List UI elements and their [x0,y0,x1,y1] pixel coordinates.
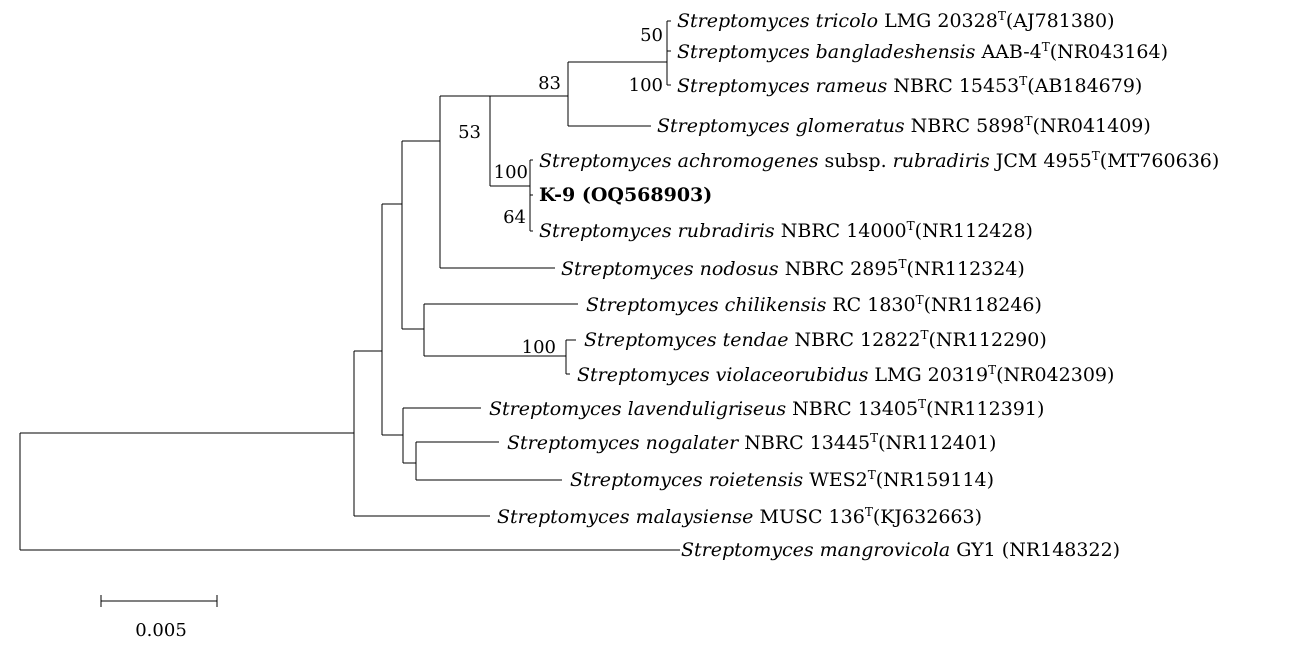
subspecies-name: rubradiris [893,150,990,172]
strain-designation: GY1 [956,539,995,561]
type-strain-superscript: T [916,293,924,307]
type-strain-superscript: T [1092,149,1100,163]
accession-number: (AB184679) [1027,75,1142,97]
strain-designation: LMG 20319 [874,364,988,386]
leaf-label-bangladeshensis: Streptomyces bangladeshensis AAB-4T(NR04… [677,40,1168,63]
type-strain-superscript: T [870,431,878,445]
accession-number: (NR112428) [915,220,1033,242]
leaf-label-malaysiense: Streptomyces malaysiense MUSC 136T(KJ632… [497,505,982,528]
accession-number: (NR112290) [928,329,1046,351]
bootstrap-value: 50 [640,25,663,46]
strain-designation: JCM 4955 [994,150,1092,172]
type-strain-superscript: T [988,363,996,377]
strain-designation: NBRC 15453 [893,75,1019,97]
leaf-label-rubradiris: Streptomyces rubradiris NBRC 14000T(NR11… [539,219,1033,242]
accession-number: (NR118246) [924,294,1042,316]
bootstrap-value: 83 [538,73,561,94]
species-name: Streptomyces tendae [584,329,789,351]
scale-bar-label: 0.005 [135,620,187,641]
species-name: Streptomyces achromogenes [539,150,819,172]
type-strain-superscript: T [1042,40,1050,54]
leaf-label-achromogenes: Streptomyces achromogenes subsp. rubradi… [539,149,1219,172]
strain-designation: WES2 [809,469,868,491]
species-name: Streptomyces roietensis [570,469,803,491]
leaf-label-k9: K-9 (OQ568903) [539,184,712,206]
scale-bar: 0.005 [100,595,218,641]
bootstrap-value: 100 [494,162,528,183]
leaf-label-nogalater: Streptomyces nogalater NBRC 13445T(NR112… [507,431,996,454]
bootstrap-value: 64 [503,207,526,228]
accession-number: (AJ781380) [1006,10,1115,32]
species-name: Streptomyces violaceorubidus [577,364,869,386]
accession-number: (NR042309) [996,364,1114,386]
leaf-label-rameus: Streptomyces rameus NBRC 15453T(AB184679… [677,74,1142,97]
leaf-label-chilikensis: Streptomyces chilikensis RC 1830T(NR1182… [586,293,1042,316]
strain-designation: LMG 20328 [884,10,998,32]
accession-number: (KJ632663) [873,506,982,528]
leaf-label-mangrovicola: Streptomyces mangrovicola GY1 (NR148322) [681,539,1120,561]
species-name: Streptomyces rubradiris [539,220,775,242]
strain-designation: RC 1830 [832,294,915,316]
strain-designation: NBRC 13405 [792,398,918,420]
strain-designation: NBRC 13445 [744,432,870,454]
species-name: Streptomyces nogalater [507,432,740,454]
type-strain-superscript: T [998,9,1006,23]
leaf-label-lavenduligriseus: Streptomyces lavenduligriseus NBRC 13405… [489,397,1044,420]
bootstrap-value: 53 [458,122,481,143]
infraspecific-rank: subsp. [825,150,887,172]
bootstrap-value: 100 [629,75,663,96]
type-strain-superscript: T [868,468,876,482]
strain-designation: AAB-4 [980,41,1041,63]
species-name: Streptomyces bangladeshensis [677,41,976,63]
leaf-labels: Streptomyces tricolo LMG 20328T(AJ781380… [489,9,1219,561]
accession-number: (NR112324) [907,258,1025,280]
type-strain-superscript: T [865,505,873,519]
leaf-label-nodosus: Streptomyces nodosus NBRC 2895T(NR112324… [561,257,1025,280]
leaf-label-tricolo: Streptomyces tricolo LMG 20328T(AJ781380… [677,9,1115,32]
accession-number: (MT760636) [1100,150,1219,172]
type-strain-superscript: T [1025,114,1033,128]
isolate-label: K-9 (OQ568903) [539,184,712,206]
bootstrap-values: 50 100 83 53 100 64 100 [458,25,663,358]
leaf-label-glomeratus: Streptomyces glomeratus NBRC 5898T(NR041… [657,114,1151,137]
type-strain-superscript: T [1019,74,1027,88]
accession-number: (NR148322) [1002,539,1120,561]
strain-designation: NBRC 5898 [911,115,1025,137]
leaf-label-tendae: Streptomyces tendae NBRC 12822T(NR112290… [584,328,1047,351]
species-name: Streptomyces chilikensis [586,294,827,316]
species-name: Streptomyces mangrovicola [681,539,950,561]
strain-designation: NBRC 14000 [781,220,907,242]
species-name: Streptomyces tricolo [677,10,878,32]
leaf-label-violaceorubidus: Streptomyces violaceorubidus LMG 20319T(… [577,363,1114,386]
accession-number: (NR159114) [876,469,994,491]
species-name: Streptomyces glomeratus [657,115,905,137]
tree-branches [19,20,680,551]
type-strain-superscript: T [899,257,907,271]
species-name: Streptomyces nodosus [561,258,779,280]
species-name: Streptomyces malaysiense [497,506,753,528]
bootstrap-value: 100 [522,337,556,358]
species-name: Streptomyces rameus [677,75,888,97]
type-strain-superscript: T [907,219,915,233]
accession-number: (NR041409) [1033,115,1151,137]
accession-number: (NR112401) [878,432,996,454]
leaf-label-roietensis: Streptomyces roietensis WES2T(NR159114) [570,468,994,491]
species-name: Streptomyces lavenduligriseus [489,398,786,420]
strain-designation: NBRC 2895 [785,258,899,280]
type-strain-superscript: T [918,397,926,411]
strain-designation: MUSC 136 [759,506,864,528]
accession-number: (NR112391) [926,398,1044,420]
accession-number: (NR043164) [1050,41,1168,63]
type-strain-superscript: T [920,328,928,342]
strain-designation: NBRC 12822 [795,329,921,351]
